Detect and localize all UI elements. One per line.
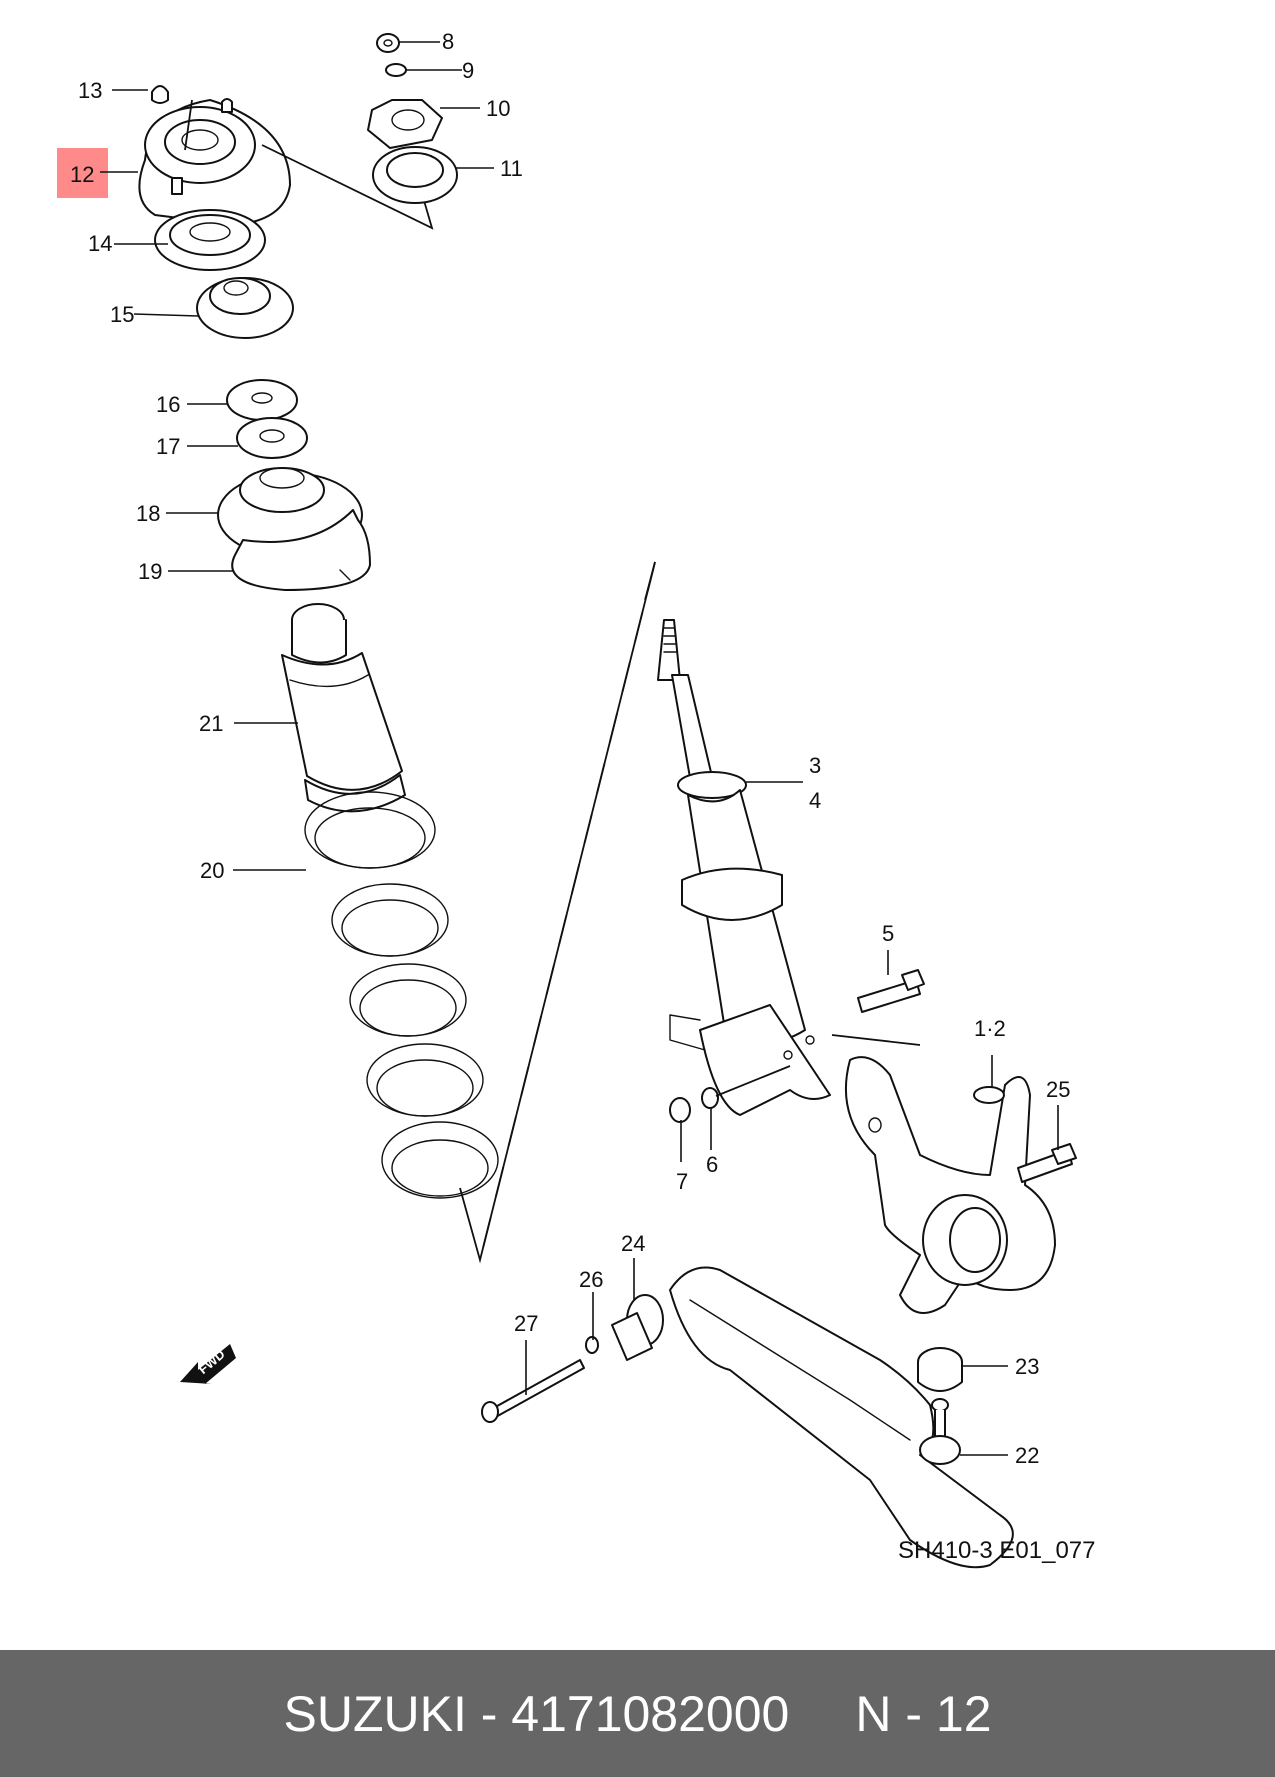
part-label-1-2: 1·2 bbox=[974, 1016, 1006, 1041]
part-label-25: 25 bbox=[1046, 1077, 1070, 1102]
part-label-22: 22 bbox=[1015, 1443, 1039, 1468]
part-label-19: 19 bbox=[138, 559, 162, 584]
part-label-8: 8 bbox=[442, 29, 454, 54]
part-label-4: 4 bbox=[809, 788, 821, 813]
upper-nut-washer-drawing bbox=[367, 33, 458, 204]
bolt-5-drawing bbox=[857, 969, 925, 1013]
part-label-17: 17 bbox=[156, 434, 180, 459]
part-label-14: 14 bbox=[88, 231, 112, 256]
leader-lines bbox=[100, 41, 1059, 1456]
coil-spring-drawing bbox=[304, 791, 499, 1199]
drawing-code: SH410-3 E01_077 bbox=[898, 1537, 1096, 1564]
part-label-13: 13 bbox=[78, 78, 102, 103]
highlight-box bbox=[57, 148, 108, 198]
strut-drawing bbox=[657, 619, 831, 1116]
washer-6-drawing bbox=[701, 1087, 719, 1109]
part-label-10: 10 bbox=[486, 96, 510, 121]
steering-knuckle-drawing bbox=[844, 1056, 1056, 1314]
part-label-24: 24 bbox=[621, 1231, 645, 1256]
part-label-26: 26 bbox=[579, 1267, 603, 1292]
fwd-direction-arrow-icon: FWD bbox=[180, 1344, 236, 1384]
part-label-20: 20 bbox=[200, 858, 224, 883]
part-label-5: 5 bbox=[882, 921, 894, 946]
assembly-guide-dash bbox=[479, 561, 656, 1261]
dust-boot-drawing bbox=[281, 603, 406, 813]
part-label-11: 11 bbox=[500, 156, 523, 181]
part-label-12: 12 bbox=[70, 162, 94, 187]
part-label-27: 27 bbox=[514, 1311, 538, 1336]
part-label-16: 16 bbox=[156, 392, 180, 417]
assembly-guide-lines bbox=[459, 561, 656, 1264]
footer-diagram-position: N - 12 bbox=[855, 1685, 992, 1742]
part-label-6: 6 bbox=[706, 1152, 718, 1177]
part-label-15: 15 bbox=[110, 302, 134, 327]
part-label-3: 3 bbox=[809, 753, 821, 778]
part-label-21: 21 bbox=[199, 711, 223, 736]
part-labels: 13 12 14 15 8 9 10 11 16 17 18 19 21 20 … bbox=[70, 29, 1070, 1468]
part-label-9: 9 bbox=[462, 58, 474, 83]
lower-arm-drawing bbox=[481, 1266, 1014, 1569]
parts-diagram: FWD 13 12 14 15 8 9 10 bbox=[57, 29, 1077, 1569]
footer-bar: SUZUKI - 4171082000 N - 12 bbox=[0, 1650, 1275, 1777]
part-label-7: 7 bbox=[676, 1169, 688, 1194]
bearing-seat-drawing bbox=[217, 379, 371, 591]
strut-mount-drawing bbox=[138, 85, 434, 339]
nut-7-drawing bbox=[669, 1097, 691, 1123]
footer-part-number: SUZUKI - 4171082000 bbox=[283, 1685, 790, 1742]
part-label-18: 18 bbox=[136, 501, 160, 526]
part-label-23: 23 bbox=[1015, 1354, 1039, 1379]
